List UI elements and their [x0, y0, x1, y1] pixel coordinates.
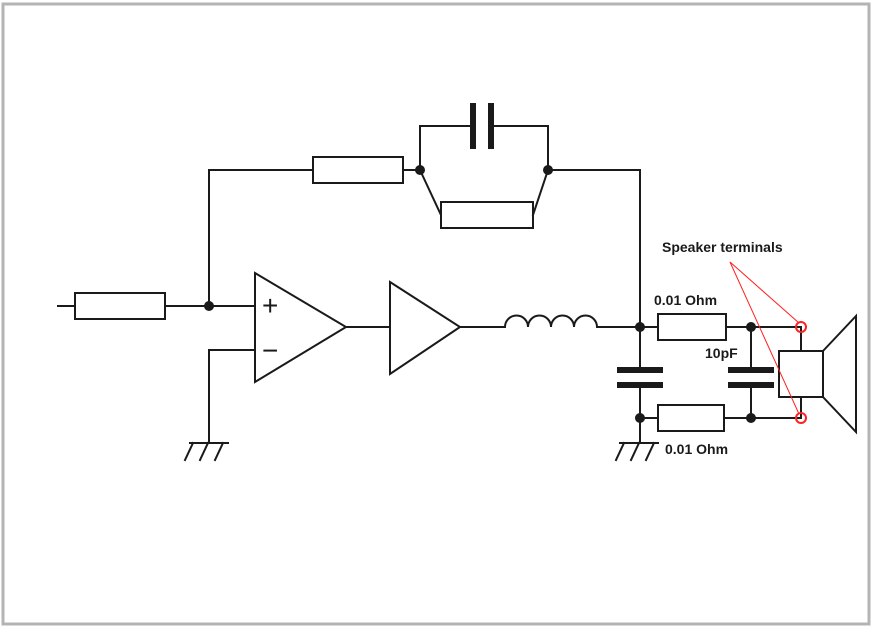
feedback-parallel-resistor: [440, 201, 534, 229]
ground-hatch-left-3: [213, 441, 225, 462]
ground-hatch-left-1: [183, 441, 195, 462]
top-resistor-value-label: 0.01 Ohm: [654, 292, 717, 308]
speaker-terminals-label: Speaker terminals: [662, 239, 783, 255]
ground-hatch-right-1: [614, 441, 626, 462]
ground-hatch-left-2: [198, 441, 210, 462]
annotation-line-top: [729, 261, 800, 324]
speaker-body: [778, 350, 824, 398]
input-resistor: [74, 292, 166, 320]
buffer-amplifier-triangle: [389, 280, 462, 376]
bottom-resistor-value-label: 0.01 Ohm: [665, 441, 728, 457]
output-inductor: [503, 314, 599, 329]
annotation-line-bottom: [729, 261, 800, 415]
capacitor-value-label: 10pF: [705, 345, 738, 361]
speaker-terminal-top: [795, 321, 807, 333]
opamp-plus-sign: +: [262, 290, 278, 321]
top-sense-resistor: [657, 313, 727, 341]
bottom-sense-resistor: [657, 404, 725, 432]
speaker-terminal-bottom: [795, 412, 807, 424]
rc-bottom-right-diag: [531, 168, 550, 217]
speaker-cone: [822, 313, 857, 435]
opamp-triangle: [254, 271, 348, 384]
rc-bottom-left-diag: [418, 168, 443, 217]
opamp-minus-sign: −: [262, 335, 278, 366]
feedback-resistor: [312, 156, 404, 184]
ground-hatch-right-3: [644, 441, 656, 462]
ground-hatch-right-2: [629, 441, 641, 462]
